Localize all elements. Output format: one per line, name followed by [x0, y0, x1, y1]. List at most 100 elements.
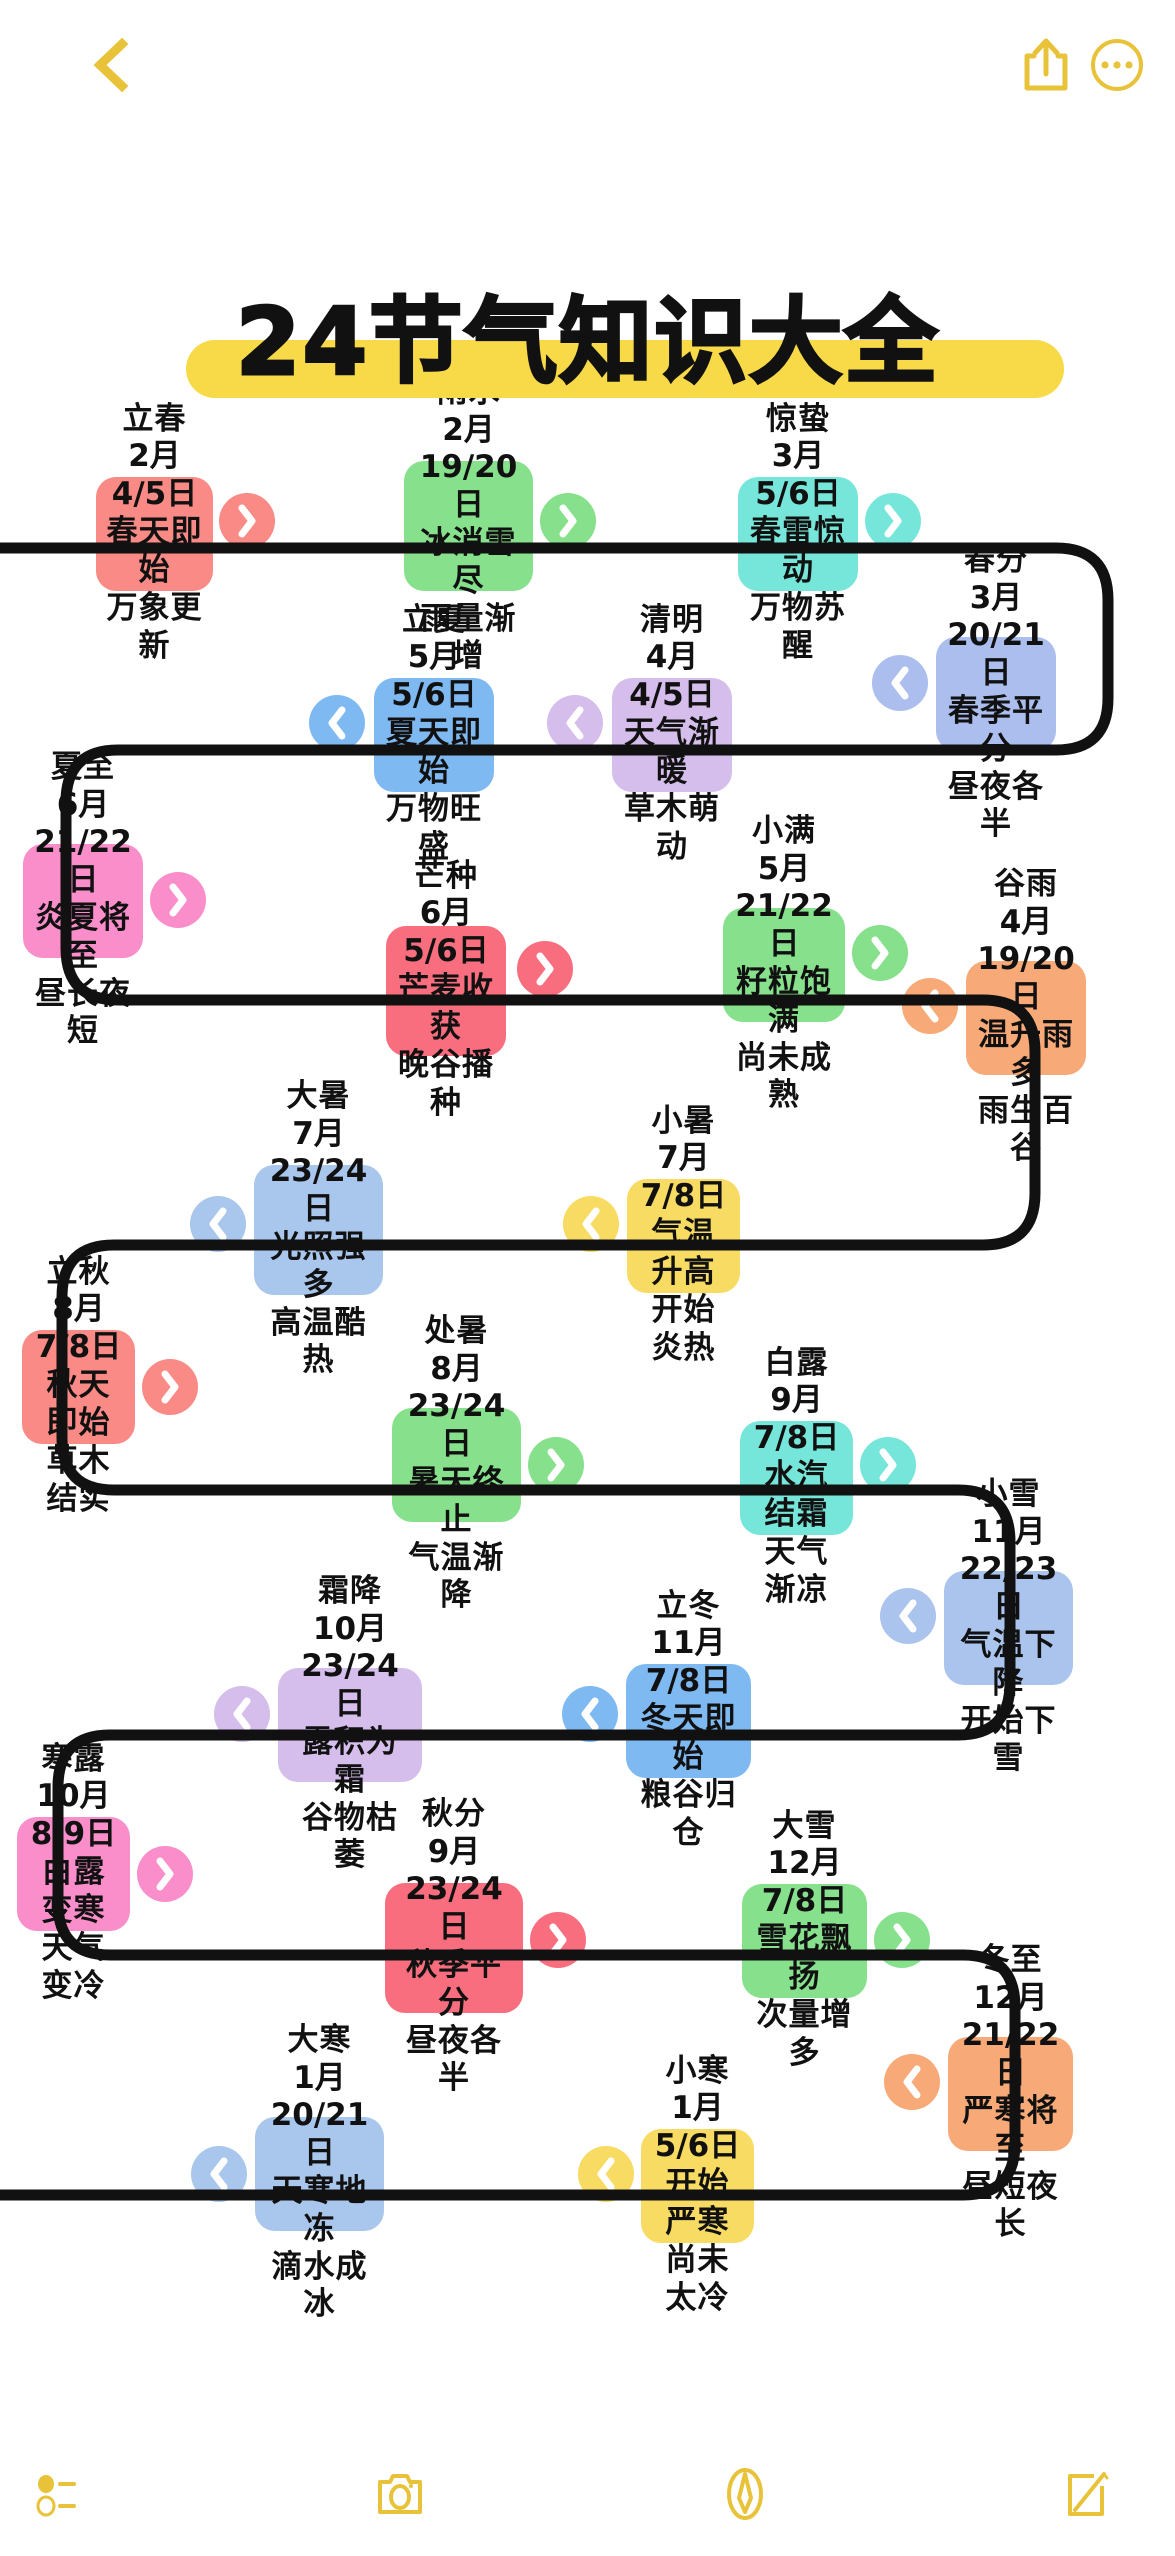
solar-term-date: 5月5/6日 [391, 639, 477, 714]
solar-term-date: 9月7/8日 [753, 1382, 840, 1457]
chevron-left-icon [582, 1207, 600, 1241]
solar-term-title: 秋分 [422, 1795, 486, 1832]
next-step-badge[interactable] [137, 1846, 193, 1902]
solar-term-desc: 粮谷归仓 [640, 1776, 737, 1851]
chevron-right-icon [238, 504, 256, 538]
solar-term-date: 12月7/8日 [761, 1845, 848, 1920]
list-button[interactable] [30, 2464, 90, 2524]
list-icon [36, 2475, 76, 2517]
chevron-right-icon [559, 504, 577, 538]
chevron-right-icon [536, 952, 554, 986]
prev-step-badge[interactable] [884, 2054, 940, 2110]
more-options-button[interactable] [1090, 38, 1144, 92]
back-button[interactable] [82, 36, 140, 94]
chevron-right-icon [161, 1370, 179, 1404]
serpentine-connector [0, 542, 1114, 2201]
prev-step-badge[interactable] [872, 655, 928, 711]
chevron-left-icon [93, 37, 129, 93]
top-toolbar [0, 0, 1175, 130]
solar-term-date: 7月23/24日 [269, 1115, 368, 1228]
solar-term-date: 3月5/6日 [755, 438, 841, 513]
solar-term-title: 小暑 [651, 1102, 716, 1139]
solar-term-desc: 万物苏醒 [750, 589, 846, 664]
next-step-badge[interactable] [865, 493, 921, 549]
solar-term-title: 小寒 [665, 2052, 730, 2089]
solar-term-title: 霜降 [318, 1572, 382, 1609]
solar-term-title: 白露 [764, 1344, 829, 1381]
prev-step-badge[interactable] [902, 978, 958, 1034]
chevron-left-icon [581, 1697, 599, 1731]
pen-icon [727, 2468, 763, 2520]
next-step-badge[interactable] [219, 493, 275, 549]
page-title: 24节气知识大全 [234, 287, 940, 398]
solar-term-date: 10月8/9日 [30, 1778, 117, 1853]
solar-term-desc: 高温酷热 [270, 1304, 367, 1379]
chevron-left-icon [566, 706, 584, 740]
pen-button[interactable] [715, 2464, 775, 2524]
prev-step-badge[interactable] [309, 695, 365, 751]
chevron-left-icon [891, 666, 909, 700]
title-highlight-bar [186, 340, 1064, 398]
chevron-right-icon [893, 1923, 911, 1957]
solar-term-title: 大雪 [772, 1807, 837, 1844]
share-button[interactable] [1020, 36, 1072, 92]
solar-term-desc: 次量增多 [756, 1996, 853, 2071]
solar-term-date: 9月23/24日 [405, 1833, 503, 1946]
next-step-badge[interactable] [540, 493, 596, 549]
solar-term-date: 3月20/21日 [947, 579, 1045, 692]
solar-term-title: 惊蛰 [766, 400, 830, 437]
solar-term-date: 1月20/21日 [270, 2059, 369, 2172]
solar-term-desc: 雨量渐增 [420, 600, 517, 675]
solar-term-desc: 谷物枯萎 [302, 1799, 398, 1874]
solar-term-title: 大暑 [286, 1077, 351, 1114]
next-step-badge[interactable] [860, 1437, 916, 1493]
camera-icon [378, 2474, 422, 2514]
chevron-right-icon [884, 504, 902, 538]
prev-step-badge[interactable] [880, 1588, 936, 1644]
chevron-left-icon [209, 1207, 227, 1241]
chevron-left-icon [210, 2157, 228, 2191]
next-step-badge[interactable] [142, 1359, 198, 1415]
camera-button[interactable] [370, 2464, 430, 2524]
bottom-toolbar [0, 2426, 1175, 2556]
solar-term-date: 1月5/6日 [654, 2090, 741, 2165]
solar-term-desc: 炎夏将至 [35, 900, 131, 974]
chevron-left-icon [597, 2157, 615, 2191]
edit-note-button[interactable] [1058, 2464, 1118, 2524]
solar-term-desc: 昼夜各半 [406, 2022, 502, 2097]
prev-step-badge[interactable] [547, 695, 603, 751]
next-step-badge[interactable] [528, 1437, 584, 1493]
solar-term-date: 10月23/24日 [301, 1610, 399, 1723]
next-step-badge[interactable] [517, 941, 573, 997]
solar-term-desc: 籽粒饱满 [736, 964, 832, 1038]
solar-term-title: 小满 [752, 812, 816, 849]
solar-term-desc: 滴水成冰 [271, 2248, 368, 2323]
solar-term-title: 处暑 [424, 1312, 489, 1349]
chevron-left-icon [233, 1697, 251, 1731]
solar-term-desc: 尚未成熟 [736, 1039, 832, 1114]
solar-term-date: 2月19/20日 [419, 411, 518, 524]
share-icon [1024, 38, 1068, 91]
next-step-badge[interactable] [150, 872, 206, 928]
chevron-left-icon [328, 706, 346, 740]
next-step-badge[interactable] [852, 925, 908, 981]
solar-term-date: 6月5/6日 [403, 895, 489, 970]
solar-term-title: 立春 [122, 400, 187, 437]
solar-term-title: 清明 [640, 601, 704, 638]
